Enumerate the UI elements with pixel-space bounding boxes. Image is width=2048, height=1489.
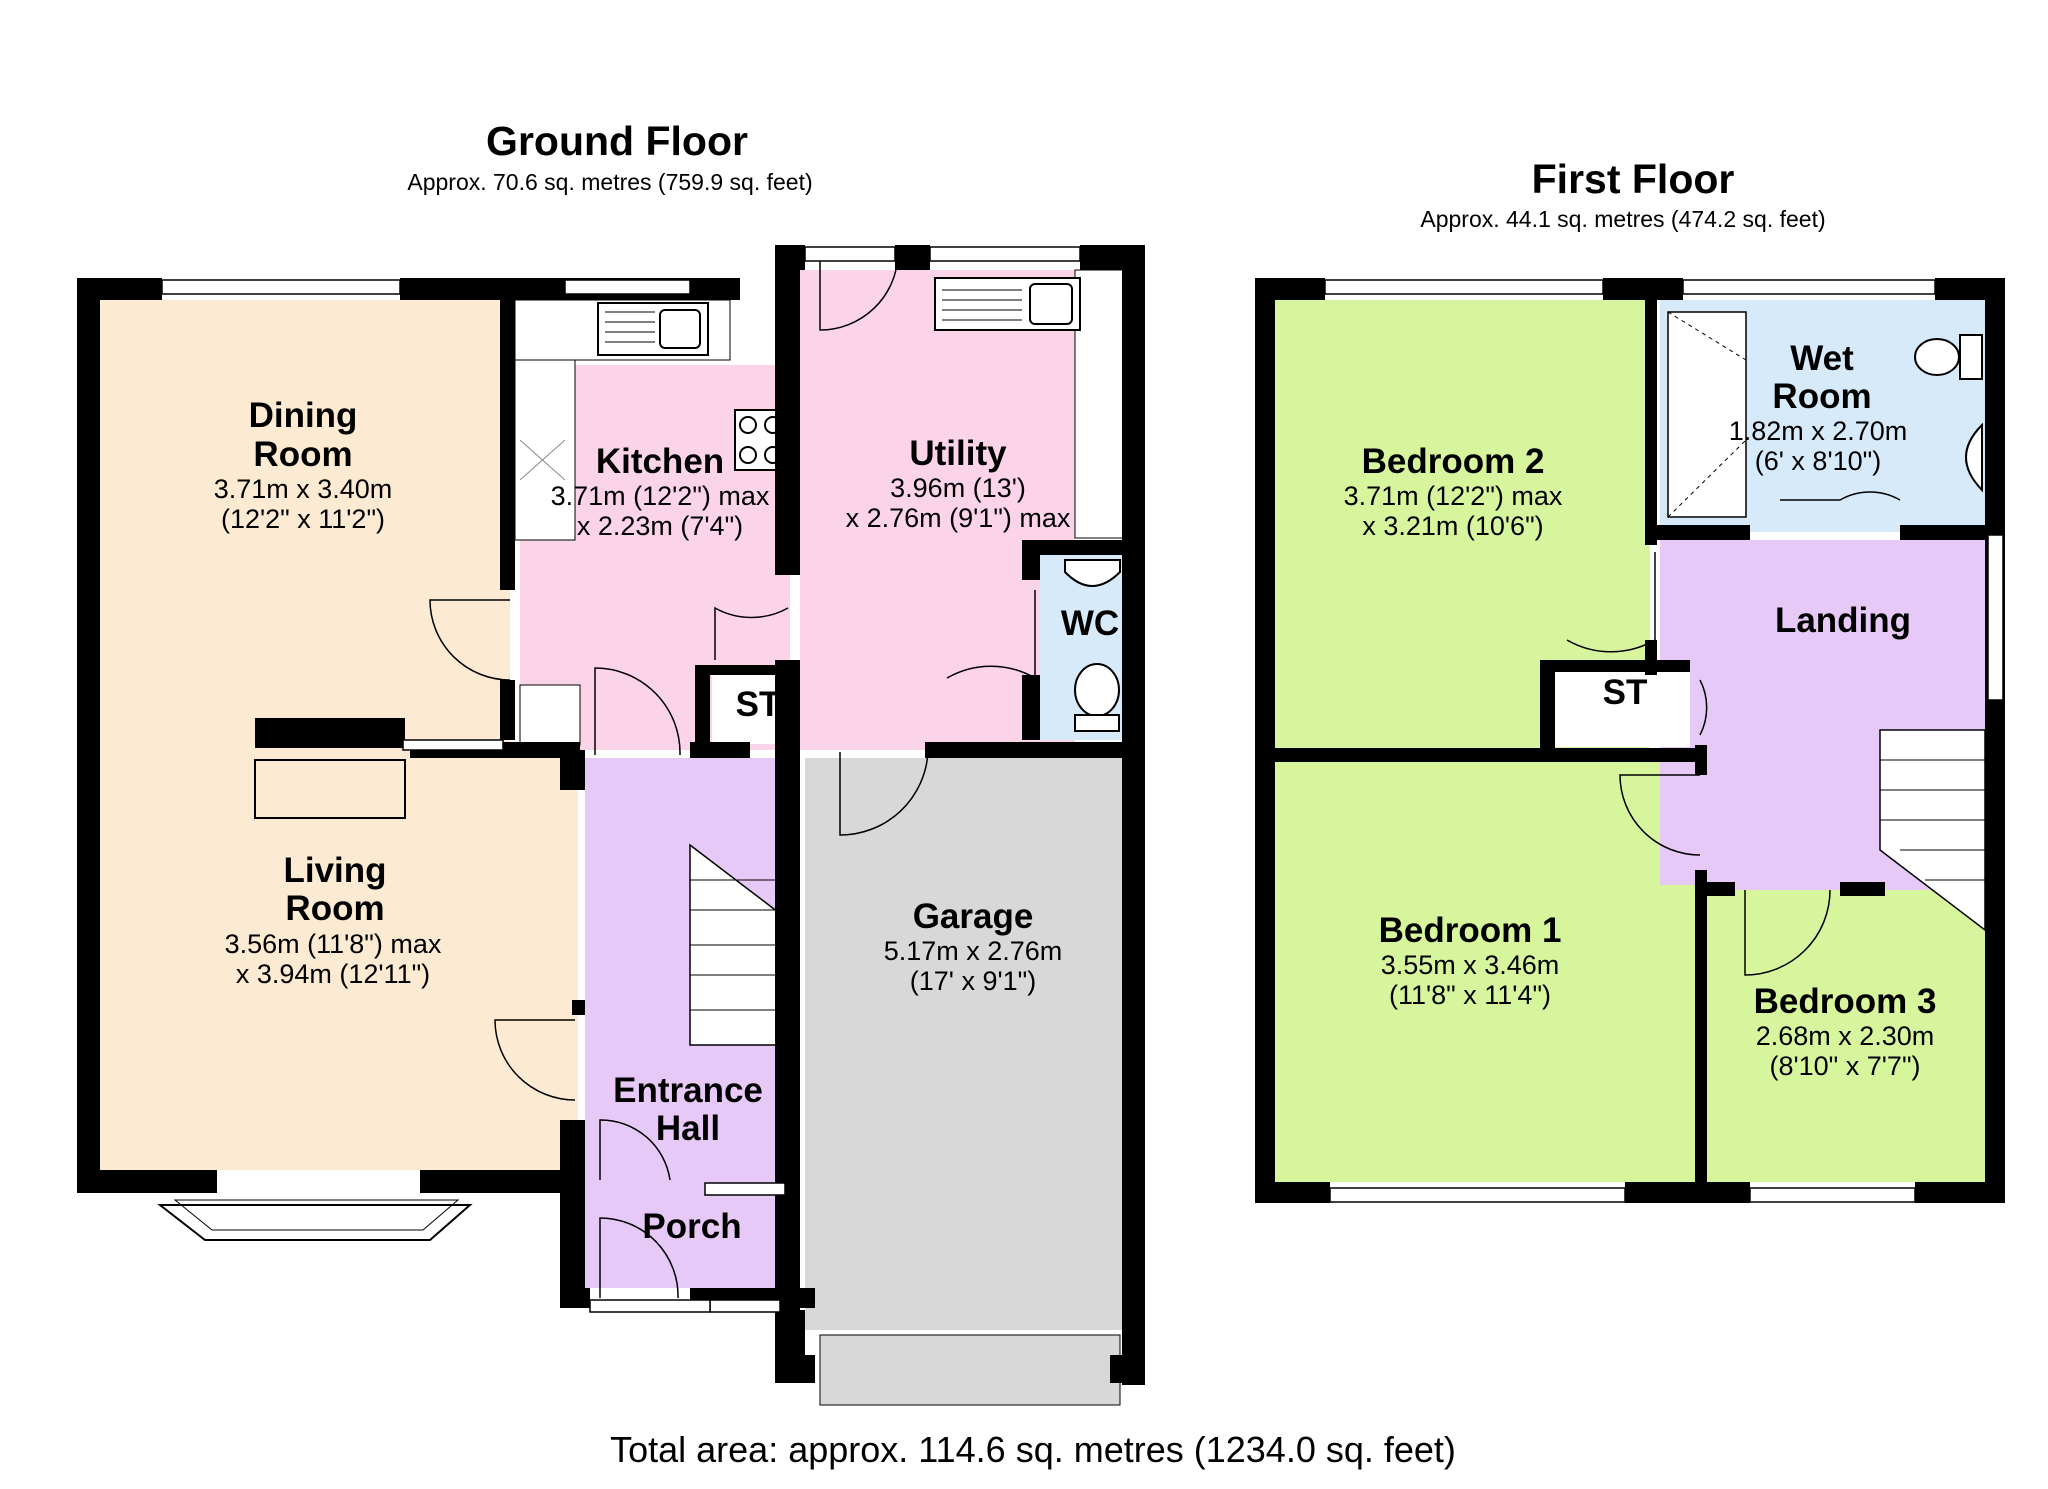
ground-floor-walls (77, 245, 1145, 1385)
ground-windows (161, 246, 1081, 1313)
wc-label: WC (1061, 604, 1119, 643)
ground-floor-title: Ground Floor (486, 118, 748, 164)
garage-fill (805, 758, 1130, 1330)
bedroom3-dims: 2.68m x 2.30m (1756, 1021, 1935, 1051)
porch-fill (585, 1188, 790, 1288)
bedroom2-dims: 3.71m (12'2") max (1344, 481, 1563, 511)
living-room-dims-2: x 3.94m (12'11") (236, 959, 430, 989)
toilet-icon (1074, 663, 1120, 717)
first-floor-title: First Floor (1532, 156, 1735, 202)
bedroom1-dims: 3.55m x 3.46m (1381, 950, 1560, 980)
bay-window (157, 1204, 473, 1241)
garage-dims-2: (17' x 9'1") (910, 966, 1036, 996)
wet-room-dims-2: (6' x 8'10") (1755, 446, 1881, 476)
wet-room-label: Wet (1790, 339, 1854, 378)
fireplace-icon (254, 759, 406, 819)
wet-room-dims: 1.82m x 2.70m (1729, 416, 1908, 446)
stairs-icon-first (1879, 729, 1986, 932)
utility-label: Utility (909, 434, 1007, 473)
utility-dims-2: x 2.76m (9'1") max (846, 503, 1071, 533)
living-room-label: Living (283, 851, 386, 890)
first-floor-plan (1255, 278, 2005, 1203)
first-floor-walls (1255, 278, 2005, 1203)
total-area: Total area: approx. 114.6 sq. metres (12… (610, 1429, 1456, 1470)
hall-cupboard (519, 684, 581, 746)
bedroom3-dims-2: (8'10" x 7'7") (1769, 1051, 1920, 1081)
living-room-dims: 3.56m (11'8") max (225, 929, 442, 959)
first-floor-area: Approx. 44.1 sq. metres (474.2 sq. feet) (1420, 206, 1825, 232)
shower-tray-icon (1667, 311, 1747, 518)
dining-room-fill (100, 300, 510, 750)
basin-icon-first (1965, 422, 1983, 493)
bedroom3-fill (1705, 890, 1985, 1182)
utility-cupboard (1074, 269, 1131, 539)
dining-room-label: Dining (249, 396, 358, 435)
landing-label: Landing (1775, 601, 1911, 640)
kitchen-side-unit (514, 359, 576, 541)
first-store-label: ST (1603, 673, 1648, 712)
garage-label: Garage (913, 897, 1034, 936)
bedroom1-label: Bedroom 1 (1379, 911, 1562, 950)
entrance-hall-label: Entrance (613, 1071, 763, 1110)
door-swings-first (1566, 491, 1901, 976)
wet-room-label-2: Room (1772, 377, 1871, 416)
kitchen-dims-2: x 2.23m (7'4") (577, 511, 743, 541)
store-fill-first (1550, 665, 1690, 747)
bedroom1-fill (1275, 762, 1695, 1182)
ground-floor-area: Approx. 70.6 sq. metres (759.9 sq. feet) (407, 169, 812, 195)
ground-floor-plan (77, 245, 1145, 1406)
garage-door (819, 1334, 1121, 1406)
ground-store-label: ST (736, 685, 781, 724)
bedroom2-dims-2: x 3.21m (10'6") (1362, 511, 1543, 541)
bedroom2-label: Bedroom 2 (1362, 442, 1545, 481)
porch-label: Porch (642, 1207, 741, 1246)
entrance-hall-label-2: Hall (656, 1109, 720, 1148)
stairs-icon (689, 843, 796, 1046)
kitchen-label: Kitchen (596, 442, 724, 481)
bedroom3-label: Bedroom 3 (1754, 982, 1937, 1021)
wc-basin-icon (1064, 559, 1121, 587)
dining-room-label-2: Room (253, 435, 352, 474)
toilet-icon-first (1914, 338, 1960, 376)
kitchen-dims: 3.71m (12'2") max (551, 481, 770, 511)
living-room-label-2: Room (285, 889, 384, 928)
utility-dims: 3.96m (13') (890, 473, 1026, 503)
bedroom1-dims-2: (11'8" x 11'4") (1389, 980, 1551, 1010)
garage-dims: 5.17m x 2.76m (884, 936, 1063, 966)
dining-room-dims: 3.71m x 3.40m (214, 474, 393, 504)
utility-fill (800, 270, 1075, 750)
living-room-fill (100, 750, 578, 1170)
dining-room-dims-imperial: (12'2" x 11'2") (221, 504, 385, 534)
door-swings (429, 254, 1036, 1299)
first-windows (1324, 279, 2004, 1203)
